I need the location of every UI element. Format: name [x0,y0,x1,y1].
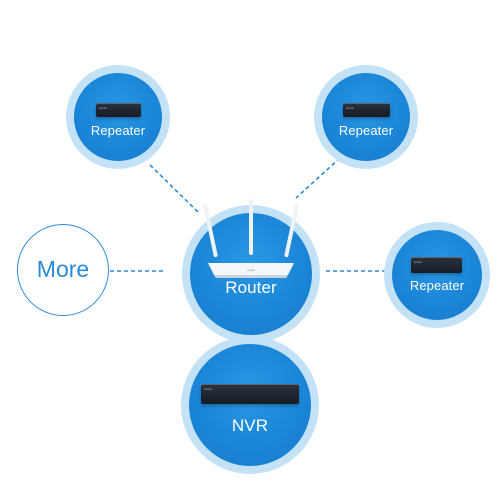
repeater-node-top-left: tenda Repeater [66,65,170,169]
svg-text:tenda: tenda [247,268,255,272]
repeater-node-top-right: tenda Repeater [314,65,418,169]
nvr-device-icon: tenda [201,384,299,404]
repeater-label: Repeater [90,123,146,138]
router-node: tenda Router [182,199,320,343]
router-label: Router [225,278,277,297]
repeater-label: Repeater [338,123,394,138]
repeater-device-icon: tenda [343,103,390,117]
repeater-label: Repeater [409,278,465,293]
nvr-node: tenda NVR [181,336,319,474]
connector-top-left [149,164,199,213]
router-icon: tenda [203,199,299,278]
repeater-device-icon: tenda [411,257,462,273]
repeater-device-icon: tenda [96,103,141,117]
connector-top-right [295,157,341,199]
nvr-label: NVR [231,416,269,435]
more-node: More [17,224,109,316]
more-label: More [36,256,90,282]
repeater-node-right: tenda Repeater [384,222,490,328]
